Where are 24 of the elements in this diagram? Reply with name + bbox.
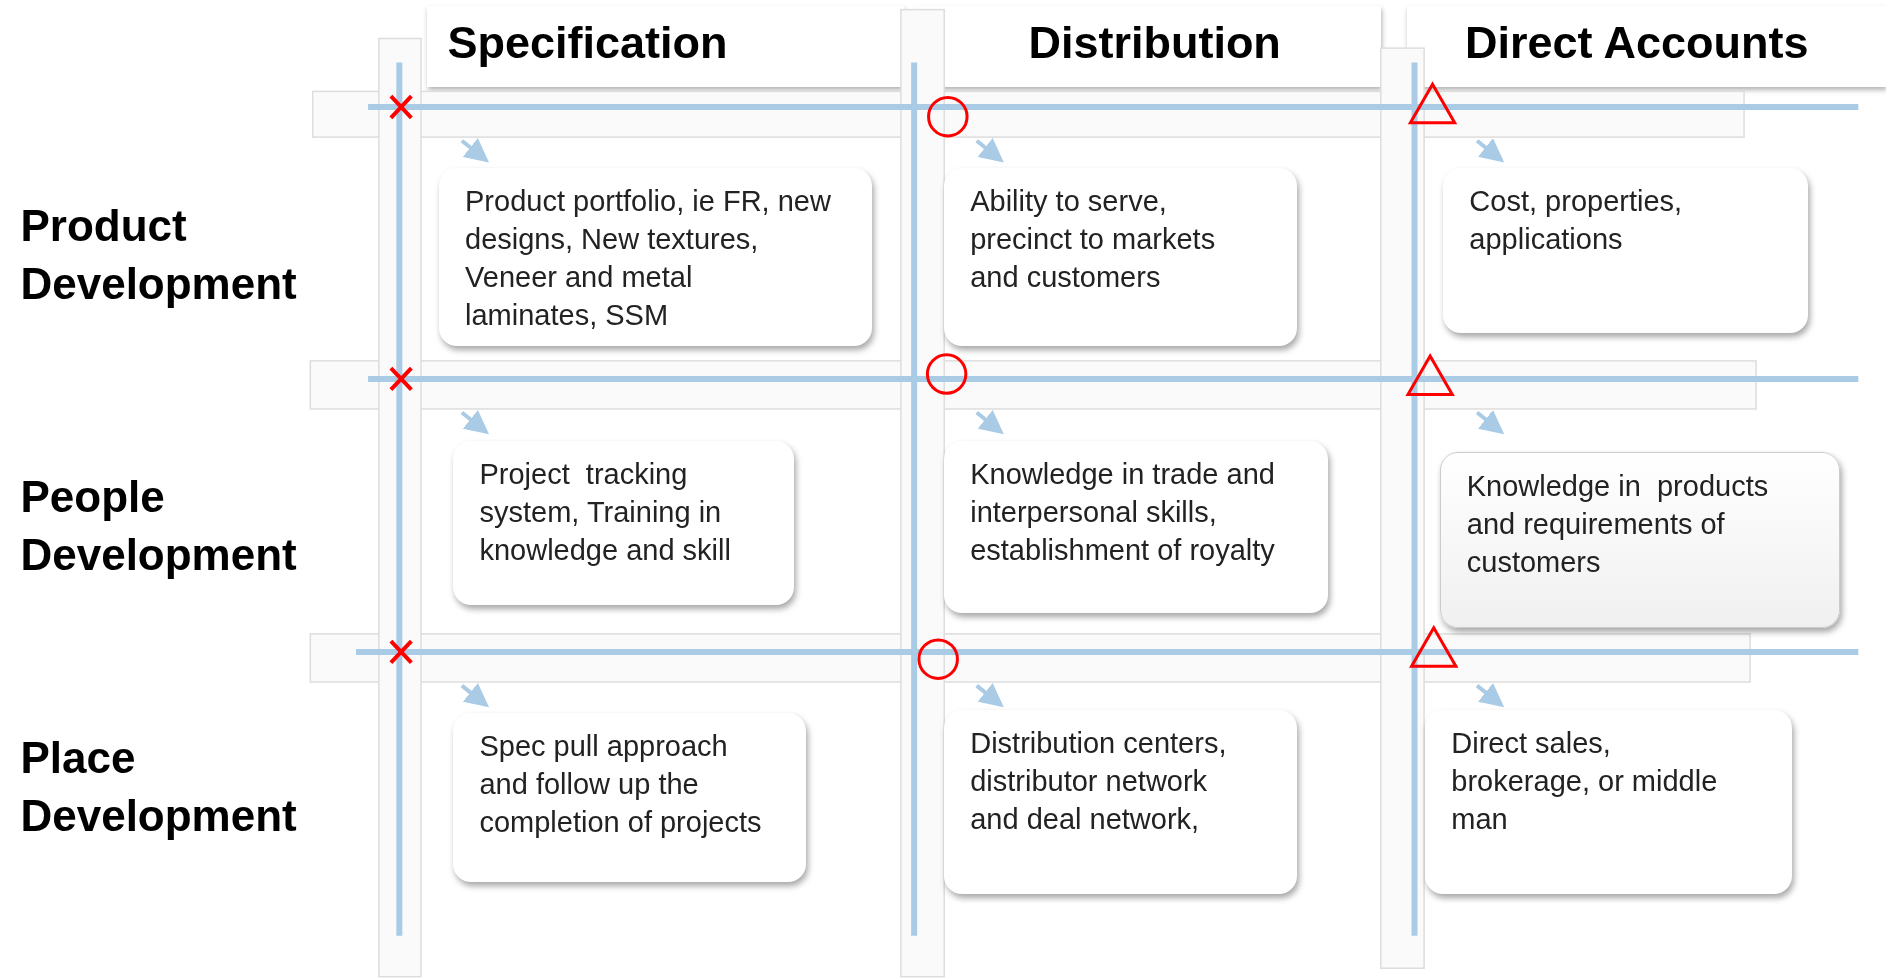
card-text: Cost, properties, applications: [1469, 184, 1684, 258]
column-heading: Distribution: [1028, 16, 1281, 69]
card-text: Ability to serve, precinct to markets and customers: [970, 184, 1217, 296]
text-card: [1443, 168, 1808, 334]
card-text: Direct sales, brokerage, or middle man: [1451, 725, 1719, 837]
row-heading: Product Development: [20, 200, 298, 311]
text-card: [944, 709, 1297, 894]
row-heading: People Development: [20, 470, 298, 581]
card-text: Product portfolio, ie FR, new designs, New textures, Veneer and metal laminates, SSM: [465, 184, 832, 334]
text-card: [944, 168, 1297, 347]
card-text: Knowledge in trade and interpersonal skills, establishment of royalty: [970, 457, 1276, 569]
card-text: Project tracking system, Training in knowledge and skill: [479, 457, 732, 569]
text-card: [1425, 709, 1793, 894]
column-heading: Specification: [447, 16, 728, 69]
card-text: Knowledge in products and requirements of customers: [1466, 469, 1770, 581]
text-card: [1439, 452, 1841, 628]
column-heading: Direct Accounts: [1465, 16, 1809, 69]
card-text: Spec pull approach and follow up the completion of projects: [479, 729, 763, 841]
text-card: [453, 441, 794, 605]
card-text: Distribution centers, distributor network and deal network,: [970, 725, 1228, 837]
text-card: [944, 441, 1328, 614]
text-card: [439, 168, 872, 347]
text-card: [453, 713, 806, 882]
row-heading: Place Development: [20, 731, 298, 842]
